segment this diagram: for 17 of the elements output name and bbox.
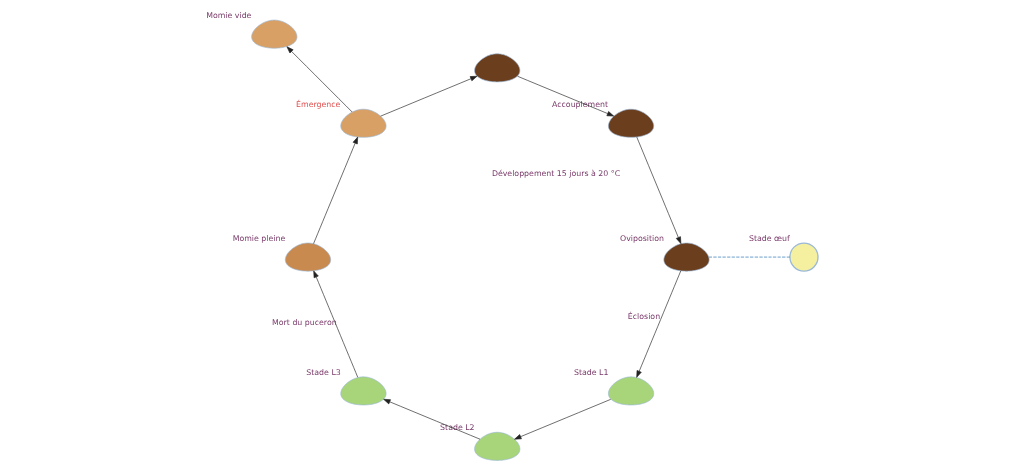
node-picture [474,52,521,82]
arrow [517,75,615,116]
node-picture [340,108,387,138]
arrow [380,75,478,116]
arrow [286,45,353,112]
node-picture [251,19,298,48]
arrow [636,136,682,244]
node-picture [608,376,655,405]
arrow [383,398,481,440]
node-picture [663,242,710,271]
arrow [313,270,359,378]
arrow [514,398,612,439]
node-picture [340,376,387,405]
node-picture [285,242,331,271]
node-circle [789,241,819,272]
arrow [636,270,682,378]
arrow [313,136,359,244]
